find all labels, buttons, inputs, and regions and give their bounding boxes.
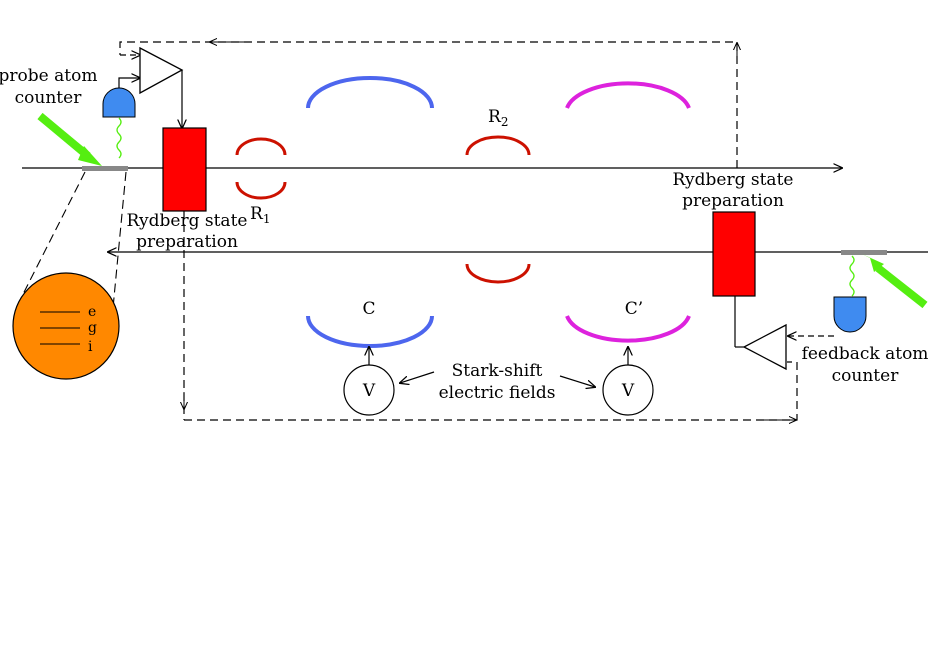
level-e-label: e bbox=[88, 304, 96, 320]
rydberg-left-line2: preparation bbox=[136, 232, 238, 252]
probe-counter-line2: counter bbox=[15, 88, 83, 108]
voltage-right-label: V bbox=[621, 381, 635, 401]
stark-line1: Stark-shift bbox=[452, 361, 543, 381]
r1-lower-arc bbox=[235, 181, 287, 200]
cavity-c-lower-mirror bbox=[306, 315, 434, 348]
rydberg-right-line1: Rydberg state bbox=[673, 170, 794, 190]
atom-levels-circle bbox=[12, 272, 120, 380]
level-i-label: i bbox=[88, 339, 93, 355]
r2-label: R2 bbox=[488, 107, 508, 129]
rydberg-right-line2: preparation bbox=[682, 191, 784, 211]
probe-laser-icon bbox=[37, 112, 91, 160]
probe-counter-line1: probe atom bbox=[0, 66, 97, 86]
feedback-counter-line1: feedback atom bbox=[802, 344, 929, 364]
probe-detector-icon bbox=[102, 87, 136, 118]
probe-atom-bar bbox=[82, 166, 128, 171]
feedback-wavy-line bbox=[849, 255, 855, 297]
r1-upper-arc bbox=[235, 137, 287, 156]
feedback-amplifier-icon bbox=[742, 323, 787, 371]
top-dashed-feedback-line bbox=[119, 41, 738, 168]
feedback-atom-bar bbox=[841, 250, 887, 255]
level-g-label: g bbox=[88, 320, 97, 336]
cavity-c-prime-upper-mirror bbox=[565, 81, 691, 109]
zoom-line-left bbox=[15, 171, 86, 309]
zoom-line-right bbox=[112, 171, 127, 309]
cavity-c-label: C bbox=[362, 299, 375, 319]
cavity-c-prime-lower-mirror bbox=[565, 315, 691, 343]
bottom-dashed-feedback-line bbox=[184, 361, 798, 421]
stark-arrow-right bbox=[559, 375, 595, 387]
probe-amplifier-icon bbox=[139, 46, 184, 95]
rydberg-box-right bbox=[712, 211, 756, 297]
feedback-laser-head bbox=[862, 254, 884, 272]
r2-upper-arc bbox=[465, 135, 531, 156]
probe-detector-to-amplifier bbox=[118, 78, 140, 91]
rydberg-box-left bbox=[162, 127, 207, 212]
r1-label: R1 bbox=[250, 204, 270, 226]
cavity-c-prime-label: C’ bbox=[625, 299, 643, 319]
cavity-c-upper-mirror bbox=[306, 76, 434, 109]
feedback-detector-icon bbox=[833, 296, 867, 333]
probe-laser-head bbox=[78, 146, 102, 166]
voltage-left-label: V bbox=[362, 381, 376, 401]
stark-line2: electric fields bbox=[439, 383, 556, 403]
r2-lower-arc bbox=[465, 263, 531, 284]
stark-arrow-left bbox=[400, 371, 435, 383]
feedback-counter-line2: counter bbox=[832, 366, 900, 386]
feedback-laser-icon bbox=[875, 264, 928, 309]
probe-wavy-line bbox=[116, 117, 122, 159]
rydberg-left-line1: Rydberg state bbox=[127, 211, 248, 231]
